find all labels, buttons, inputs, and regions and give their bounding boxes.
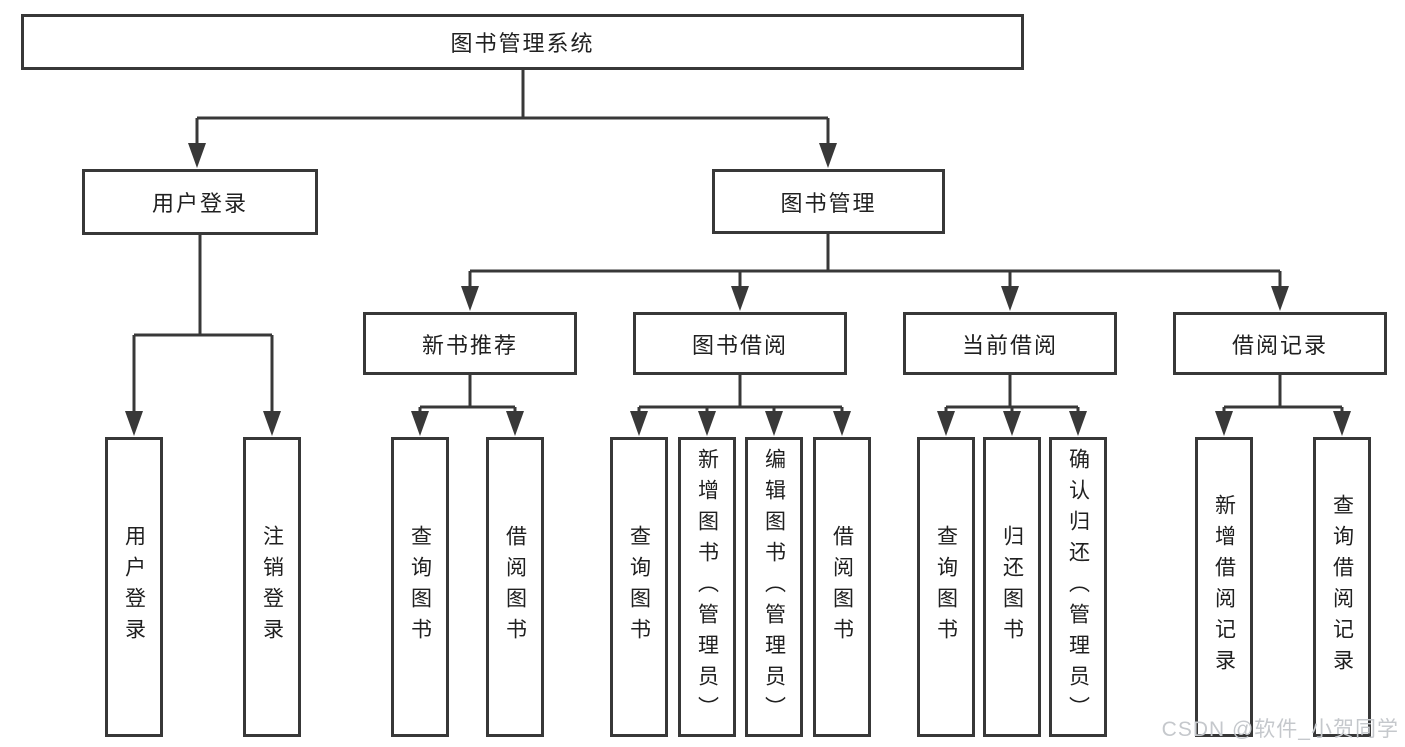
node-book-borrow: 图书借阅 bbox=[633, 312, 847, 375]
leaf-bb-edit-books-admin: 编辑图书（管理员） bbox=[745, 437, 803, 737]
leaf-br-query-record-label: 查询借阅记录 bbox=[1330, 494, 1354, 680]
connector-book-borrow-to-leaves bbox=[630, 375, 851, 436]
leaf-nbr-borrow-books: 借阅图书 bbox=[486, 437, 544, 737]
csdn-watermark: CSDN @软件_小贺同学 bbox=[1161, 718, 1399, 741]
node-book-mgmt-label: 图书管理 bbox=[780, 190, 877, 216]
leaf-bb-query-books-label: 查询图书 bbox=[627, 525, 651, 649]
leaf-cb-query-books-label: 查询图书 bbox=[934, 525, 958, 649]
node-user-login-label: 用户登录 bbox=[151, 191, 248, 216]
leaf-bb-edit-books-admin-label: 编辑图书（管理员） bbox=[762, 447, 786, 727]
node-new-book-rec: 新书推荐 bbox=[363, 312, 577, 375]
node-current-borrow-label: 当前借阅 bbox=[961, 332, 1058, 358]
connector-new-book-rec-to-leaves bbox=[411, 375, 524, 436]
leaf-cb-confirm-return-admin: 确认归还（管理员） bbox=[1049, 437, 1107, 737]
connector-root-to-level2 bbox=[188, 70, 837, 168]
leaf-nbr-borrow-books-label: 借阅图书 bbox=[503, 525, 527, 649]
leaf-user-login: 用户登录 bbox=[105, 437, 163, 737]
node-book-borrow-label: 图书借阅 bbox=[691, 332, 788, 358]
leaf-cb-return-books: 归还图书 bbox=[983, 437, 1041, 737]
leaf-cb-query-books: 查询图书 bbox=[917, 437, 975, 737]
leaf-nbr-query-books-label: 查询图书 bbox=[408, 525, 432, 649]
connector-current-borrow-to-leaves bbox=[937, 375, 1087, 436]
leaf-nbr-query-books: 查询图书 bbox=[391, 437, 449, 737]
leaf-br-query-record: 查询借阅记录 bbox=[1313, 437, 1371, 737]
node-root-label: 图书管理系统 bbox=[450, 31, 595, 56]
leaf-br-add-record: 新增借阅记录 bbox=[1195, 437, 1253, 737]
leaf-cb-return-books-label: 归还图书 bbox=[1000, 525, 1024, 649]
connector-user-login-to-leaves bbox=[125, 235, 281, 436]
connector-book-mgmt-to-level3 bbox=[461, 234, 1289, 311]
node-borrow-records-label: 借阅记录 bbox=[1231, 332, 1328, 358]
leaf-bb-add-books-admin: 新增图书（管理员） bbox=[678, 437, 736, 737]
leaf-bb-query-books: 查询图书 bbox=[610, 437, 668, 737]
leaf-logout: 注销登录 bbox=[243, 437, 301, 737]
node-new-book-rec-label: 新书推荐 bbox=[421, 332, 518, 358]
leaf-user-login-label: 用户登录 bbox=[122, 525, 146, 649]
leaf-bb-borrow-books: 借阅图书 bbox=[813, 437, 871, 737]
connector-borrow-records-to-leaves bbox=[1215, 375, 1351, 436]
leaf-logout-label: 注销登录 bbox=[260, 525, 284, 649]
node-borrow-records: 借阅记录 bbox=[1173, 312, 1387, 375]
leaf-cb-confirm-return-admin-label: 确认归还（管理员） bbox=[1066, 447, 1090, 727]
node-root-library-system: 图书管理系统 bbox=[21, 14, 1024, 70]
node-user-login: 用户登录 bbox=[82, 169, 318, 235]
leaf-bb-add-books-admin-label: 新增图书（管理员） bbox=[695, 447, 719, 727]
leaf-bb-borrow-books-label: 借阅图书 bbox=[830, 525, 854, 649]
node-book-mgmt: 图书管理 bbox=[712, 169, 945, 234]
node-current-borrow: 当前借阅 bbox=[903, 312, 1117, 375]
leaf-br-add-record-label: 新增借阅记录 bbox=[1212, 494, 1236, 680]
